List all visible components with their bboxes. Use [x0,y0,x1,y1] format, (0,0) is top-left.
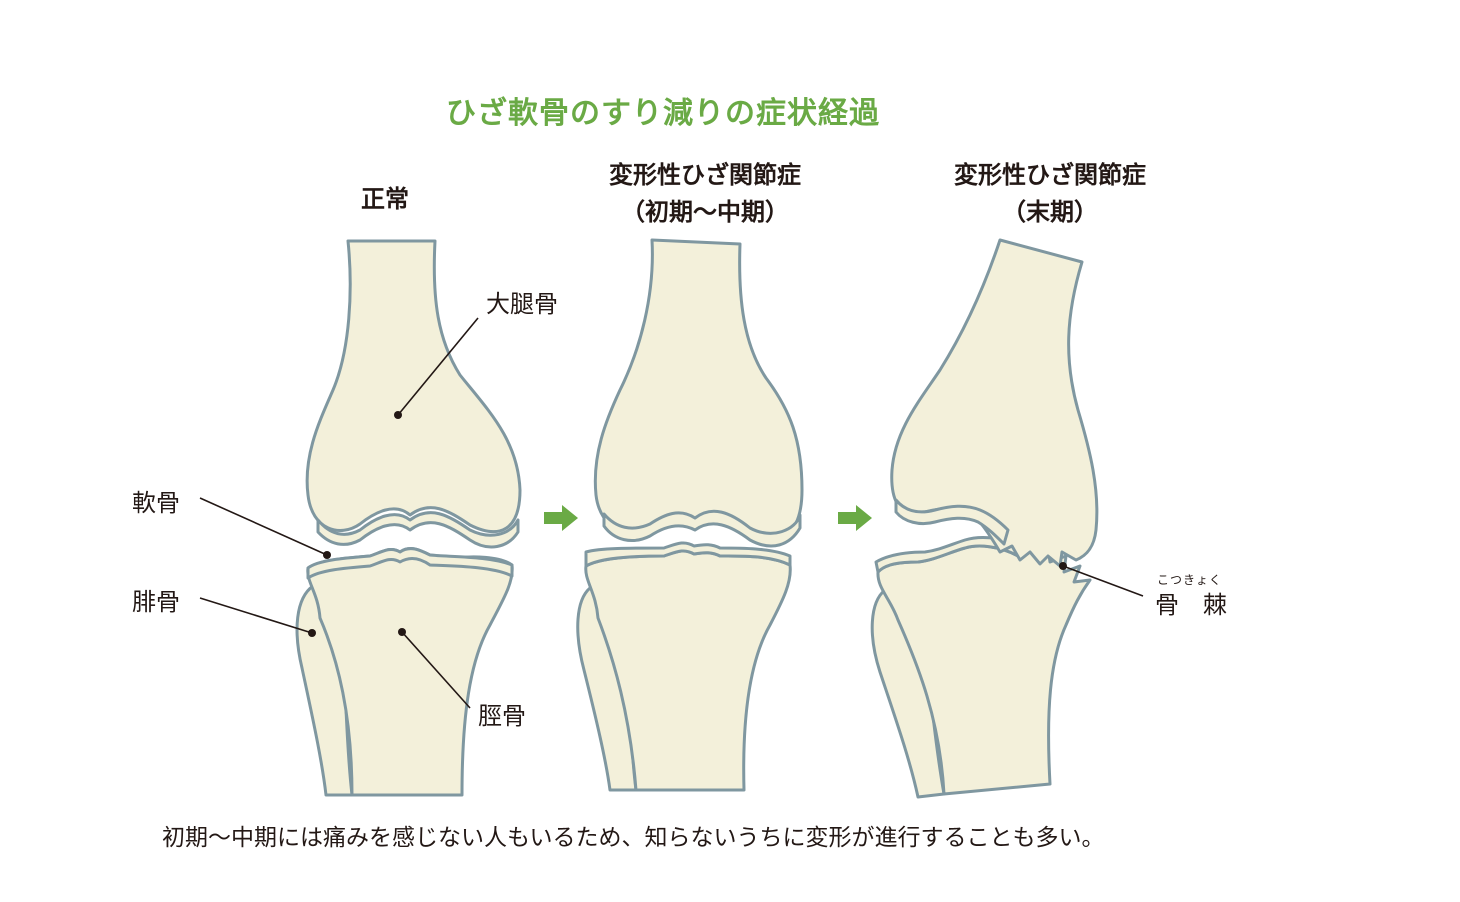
leader-tibia [398,628,471,709]
stage-late-label: 変形性ひざ関節症 [954,161,1146,189]
arrow-icon [838,505,872,531]
knee-early [576,238,804,792]
label-femur: 大腿骨 [486,290,558,318]
stage-late-sublabel: （末期） [1002,198,1098,226]
stage-normal-label: 正常 [361,185,409,213]
cartilage-tibia-early [584,541,792,568]
stage-early-heading: 変形性ひざ関節症 （初期〜中期） [580,157,830,231]
label-osteophyte: 骨 棘 [1155,591,1227,619]
femur-late [890,238,1099,568]
diagram-title: ひざ軟骨のすり減りの症状経過 [446,96,880,131]
cartilage-femur-normal [316,511,520,549]
arrow-icon [544,505,578,531]
cartilage-femur-late [894,498,1010,546]
label-osteophyte-ruby: こつきょく [1157,573,1223,587]
knee-late [870,238,1099,799]
label-cartilage: 軟骨 [132,489,180,517]
knee-normal [295,239,522,797]
caption: 初期〜中期には痛みを感じない人もいるため、知らないうちに変形が進行することも多い… [162,825,1105,851]
label-fibula: 腓骨 [132,588,180,616]
femur-normal [305,239,522,534]
leader-fibula [199,597,316,637]
stage-late-heading: 変形性ひざ関節症 （末期） [925,157,1175,231]
stage-early-sublabel: （初期〜中期） [621,198,789,226]
label-tibia: 脛骨 [478,702,526,730]
leader-osteophyte [1059,562,1144,597]
femur-early [593,238,804,542]
leader-cartilage [199,497,331,559]
leader-femur [394,317,479,419]
stage-early-label: 変形性ひざ関節症 [609,161,801,189]
stage-normal-heading: 正常 [330,181,440,218]
cartilage-tibia-normal [306,547,514,580]
cartilage-femur-early [602,509,802,548]
